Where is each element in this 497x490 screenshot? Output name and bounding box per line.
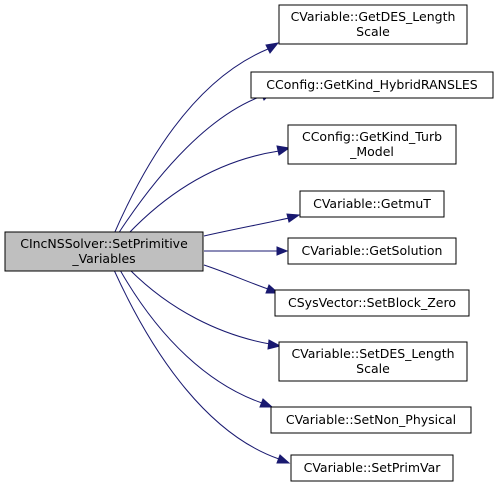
edge-setdes [129, 269, 271, 345]
edge-getmut [203, 217, 290, 237]
root-node-box [4, 231, 204, 272]
edge-getdes [113, 48, 269, 235]
node-label-line2: _Model [349, 144, 394, 159]
node-box [287, 124, 457, 165]
node-box [278, 4, 468, 45]
node-box [287, 237, 457, 265]
arrow-getsol [276, 246, 289, 256]
node-getsolution[interactable]: CVariable::GetSolution [287, 237, 457, 265]
arrow-nonphys [259, 398, 274, 408]
node-setdes-length-scale[interactable]: CVariable::SetDES_Length Scale [278, 341, 468, 382]
root-node-label-line2: _Variables [71, 251, 135, 266]
node-setblock-zero[interactable]: CSysVector::SetBlock_Zero [274, 289, 470, 317]
edge-hybrid [117, 95, 263, 235]
node-getkind-turb-model[interactable]: CConfig::GetKind_Turb _Model [287, 124, 457, 165]
node-box [250, 71, 494, 99]
arrow-getmut [286, 213, 301, 223]
node-label-line1: CVariable::SetNon_Physical [286, 412, 456, 427]
node-label-line1: CVariable::GetSolution [302, 243, 443, 258]
node-label-line2: Scale [356, 24, 390, 39]
arrow-primvar [276, 454, 291, 464]
root-node-label-line1: CIncNSSolver::SetPrimitive [20, 236, 188, 251]
node-label-line1: CSysVector::SetBlock_Zero [288, 295, 456, 310]
edge-turb [127, 150, 280, 235]
node-box [299, 190, 445, 218]
node-box [278, 341, 468, 382]
arrow-setdes [267, 339, 282, 350]
node-getdes-length-scale[interactable]: CVariable::GetDES_Length Scale [278, 4, 468, 45]
edge-primvar [113, 269, 280, 460]
root-node[interactable]: CIncNSSolver::SetPrimitive _Variables [4, 231, 204, 272]
node-getmut[interactable]: CVariable::GetmuT [299, 190, 445, 218]
node-box [290, 454, 454, 482]
node-label-line1: CVariable::SetDES_Length [291, 346, 454, 361]
node-label-line1: CVariable::GetDES_Length [291, 9, 456, 24]
node-label-line1: CConfig::GetKind_HybridRANSLES [266, 77, 477, 92]
node-setprimvar[interactable]: CVariable::SetPrimVar [290, 454, 454, 482]
edge-nonphys [119, 269, 263, 404]
edge-setblock [203, 264, 269, 290]
node-box [274, 289, 470, 317]
node-label-line1: CVariable::SetPrimVar [304, 460, 442, 475]
node-setnon-physical[interactable]: CVariable::SetNon_Physical [270, 406, 472, 434]
node-box [270, 406, 472, 434]
node-label-line1: CConfig::GetKind_Turb [302, 129, 442, 144]
arrow-turb [276, 145, 291, 156]
node-getkind-hybridransles[interactable]: CConfig::GetKind_HybridRANSLES [250, 71, 494, 99]
arrow-getdes [265, 42, 280, 54]
node-label-line2: Scale [356, 361, 390, 376]
node-label-line1: CVariable::GetmuT [313, 196, 431, 211]
